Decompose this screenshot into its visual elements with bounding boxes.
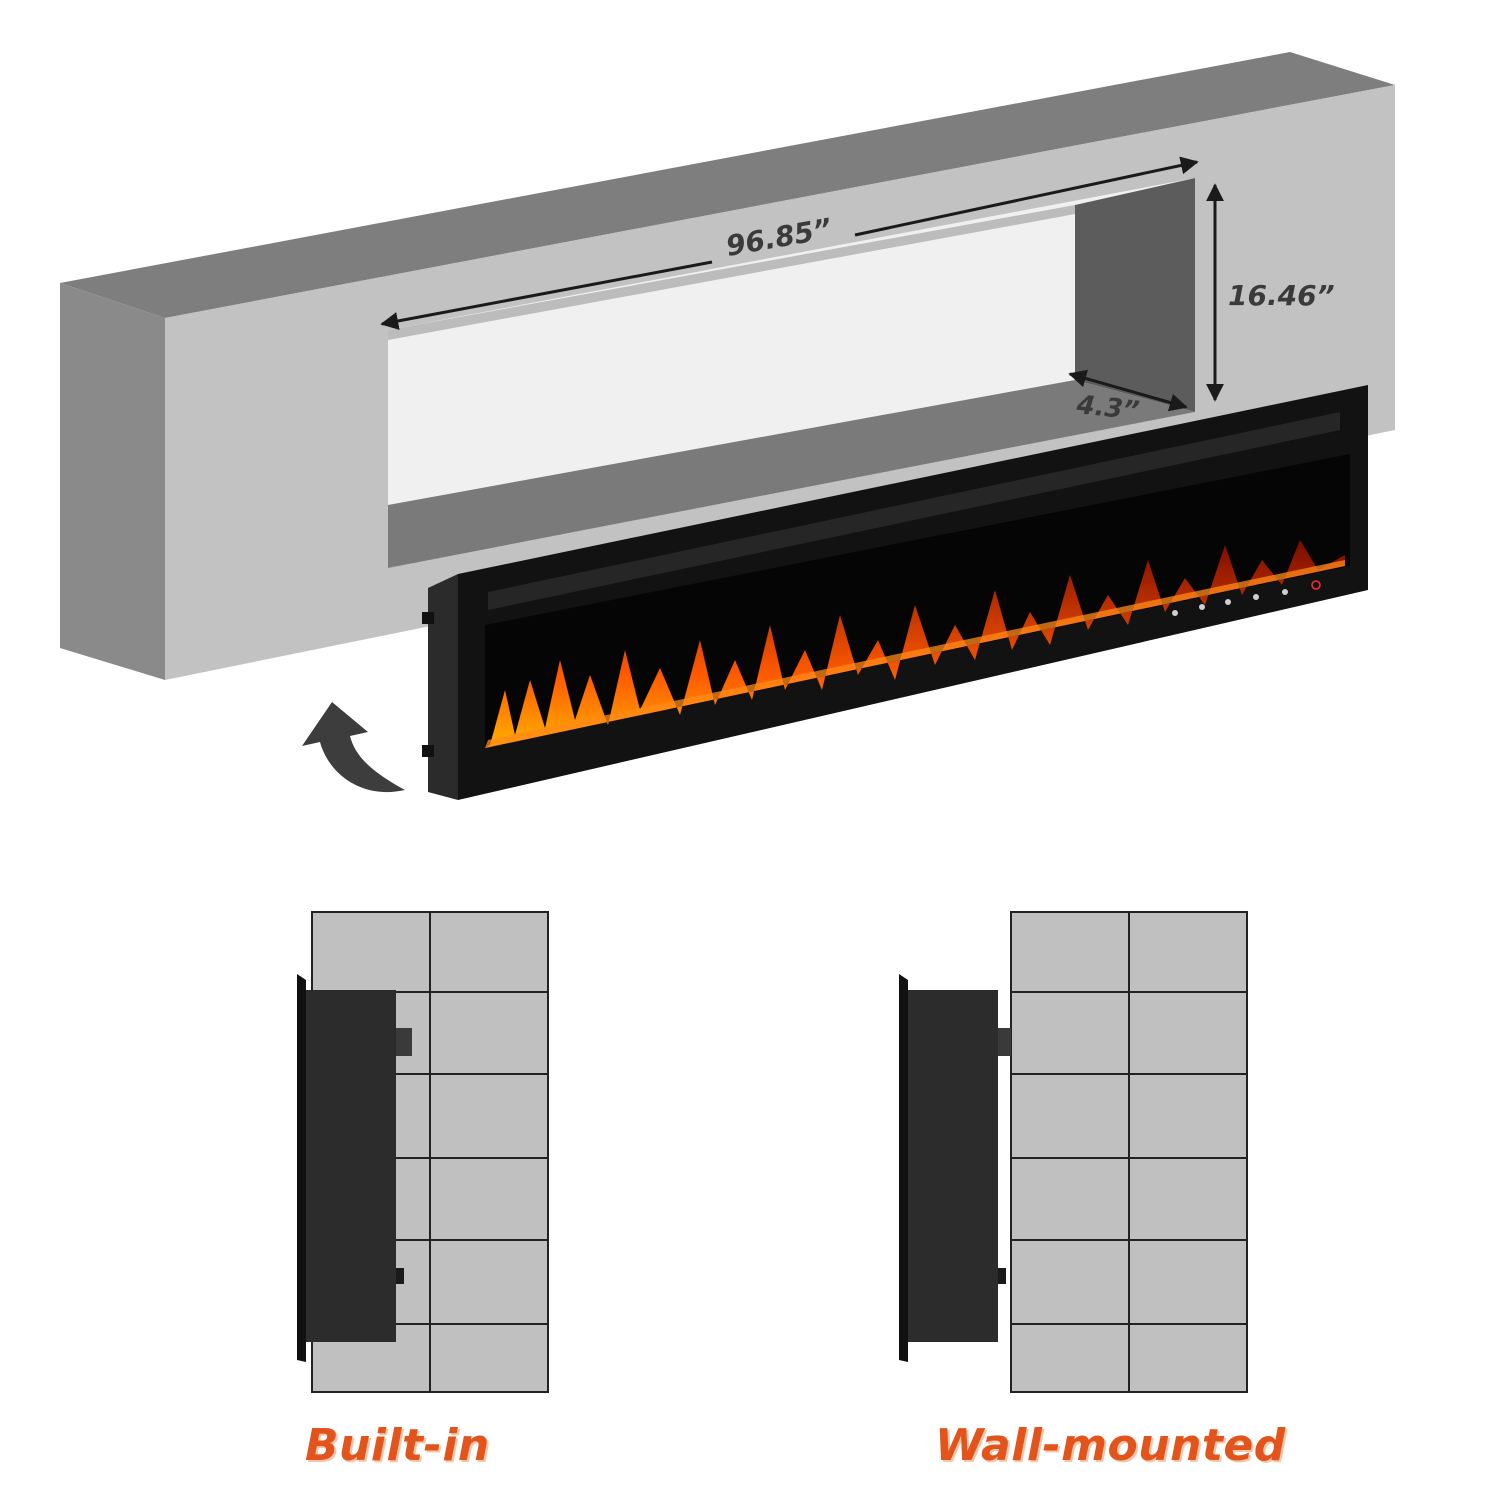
depth-arrow <box>1068 369 1188 412</box>
fireplace-top-vent <box>488 412 1340 610</box>
curved-arrow-icon <box>302 702 405 793</box>
unit-knob-built-in <box>396 1268 404 1284</box>
control-panel <box>1172 580 1321 616</box>
unit-knob-wall-mounted <box>998 1268 1006 1284</box>
depth-dimension-label: 4.3” <box>1074 390 1141 427</box>
unit-glass-wall-mounted <box>899 974 908 1362</box>
wall-mounted-diagram <box>899 911 1248 1393</box>
built-in-caption: Built-in <box>305 1420 490 1471</box>
power-icon <box>1311 580 1321 590</box>
fireplace-unit <box>422 385 1368 800</box>
height-dimension-label: 16.46” <box>1228 279 1335 312</box>
wall-mounted-caption: Wall-mounted <box>935 1420 1286 1471</box>
cutout-right-side <box>1075 178 1195 412</box>
built-in-diagram <box>297 911 549 1393</box>
wall-top-face <box>60 52 1395 318</box>
unit-bracket-wall-mounted <box>998 1028 1011 1056</box>
mount-bracket-top <box>422 612 434 624</box>
control-icon-heat <box>1225 599 1231 605</box>
unit-bracket-built-in <box>396 1028 412 1056</box>
width-arrow-left <box>380 260 713 330</box>
control-icon-flame <box>1282 589 1288 595</box>
control-icon-light <box>1253 594 1259 600</box>
cutout-bottom <box>388 380 1195 568</box>
unit-body-wall-mounted <box>908 990 998 1342</box>
control-icon-fan <box>1199 604 1205 610</box>
fireplace-side-panel <box>428 574 458 800</box>
ember-bed <box>485 560 1345 748</box>
cutout-left-shadow <box>388 205 1075 340</box>
wall-cutout <box>388 178 1195 568</box>
control-icon-timer <box>1172 610 1178 616</box>
unit-glass-built-in <box>297 974 306 1362</box>
width-arrow-right <box>854 156 1199 237</box>
mount-bracket-bottom <box>422 745 434 757</box>
wall-left-face <box>60 283 165 680</box>
unit-body-built-in <box>306 990 396 1342</box>
flame-bed <box>485 540 1345 748</box>
